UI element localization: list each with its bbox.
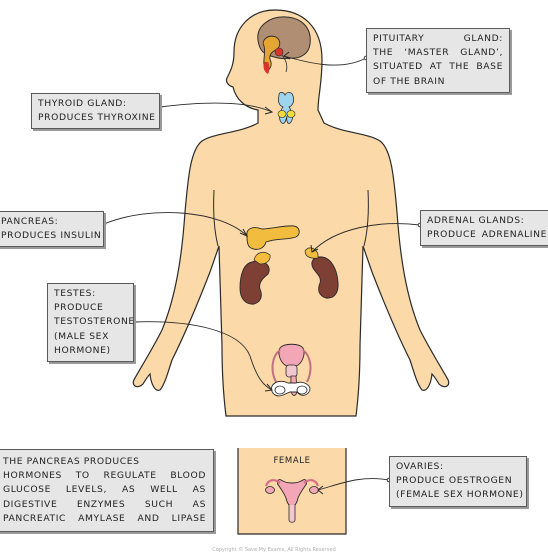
uterus (277, 479, 307, 507)
left-testis (274, 385, 286, 395)
arrow-pancreas (239, 228, 249, 238)
testes-line-2: PRODUCE (54, 302, 104, 314)
pituitary-label: PITUITARY GLAND: THE ‘MASTER GLAND’, SIT… (366, 28, 510, 93)
pancreas-line-2: PRODUCES INSULIN (1, 230, 102, 242)
pancreas-label: PANCREAS: PRODUCES INSULIN (0, 211, 104, 248)
leader-pituitary (283, 55, 367, 66)
adrenal-line-1: ADRENAL GLANDS: (427, 215, 525, 226)
arrow-testes (264, 383, 273, 392)
thyroid-label: THYROID GLAND: PRODUCES THYROXINE (31, 93, 160, 130)
right-arm-inner-line (363, 189, 369, 247)
leader-adrenal (311, 223, 421, 253)
adrenal-line-2: PRODUCE ADRENALINE (427, 229, 547, 241)
leader-arrowheads (239, 51, 324, 495)
fallopian-tube-left (264, 479, 281, 487)
testes-line-1: TESTES: (54, 288, 96, 299)
ovaries-line-3: (FEMALE SEX HORMONE) (396, 489, 524, 501)
right-ovary (309, 486, 319, 494)
vas-deferens-right (302, 349, 312, 383)
pituitary-line-2: THE ‘MASTER GLAND’, (373, 47, 503, 59)
brain-stem (281, 54, 288, 73)
copyright-notice: Copyright © Save My Exams. All Rights Re… (212, 547, 336, 553)
pituitary-line-3: SITUATED AT THE BASE (373, 61, 503, 73)
pancreas-note-line-3: GLUCOSE LEVELS, AS WELL AS (3, 484, 206, 496)
leader-pancreas (103, 212, 248, 237)
arrow-thyroid (264, 106, 274, 115)
ovaries-line-2: PRODUCE OESTROGEN (396, 475, 513, 487)
thyroid-line-2: PRODUCES THYROXINE (38, 112, 156, 124)
vas-deferens-left (271, 349, 281, 383)
adrenal-label: ADRENAL GLANDS: PRODUCE ADRENALINE (420, 210, 548, 247)
pancreas-note-line-2: HORMONES TO REGULATE BLOOD (3, 470, 206, 482)
arrow-adrenal (310, 244, 319, 253)
pancreas-note-box: THE PANCREAS PRODUCES HORMONES TO REGULA… (0, 449, 214, 533)
cervix-vagina (288, 505, 296, 523)
testes-line-3: TESTOSTERONE (54, 316, 135, 328)
ovaries-line-1: OVARIES: (396, 461, 444, 472)
pineal-red-spot (263, 62, 270, 74)
leader-thyroid (159, 102, 273, 113)
right-testis (296, 385, 308, 395)
left-kidney (239, 260, 270, 305)
thyroid-line-1: THYROID GLAND: (38, 98, 127, 109)
pancreas-note-line-1: THE PANCREAS PRODUCES (3, 456, 140, 467)
female-panel-title: FEMALE (273, 456, 311, 466)
pancreas (246, 225, 300, 250)
pancreas-note-line-5: PANCREATIC AMYLASE AND LIPASE (3, 512, 206, 524)
pituitary-line-1: PITUITARY GLAND: (373, 33, 503, 44)
left-ovary (265, 486, 275, 494)
arrow-pituitary (283, 51, 291, 60)
parathyroid-left (277, 110, 287, 118)
pituitary-red-spot (274, 47, 284, 57)
testes-label: TESTES: PRODUCE TESTOSTERONE (MALE SEX H… (47, 283, 135, 363)
left-arm-inner-line (213, 189, 219, 247)
testes-line-4: (MALE SEX (54, 330, 109, 342)
arrow-ovaries (317, 485, 324, 495)
right-kidney (311, 256, 339, 299)
leader-ovaries (317, 478, 390, 491)
prostate (285, 364, 298, 378)
ovaries-label: OVARIES: PRODUCE OESTROGEN (FEMALE SEX H… (389, 456, 527, 507)
testes-line-5: HORMONE) (54, 344, 111, 356)
parathyroid-right (286, 110, 296, 118)
body-silhouette (132, 9, 450, 417)
pituitary-line-4: OF THE BRAIN (373, 75, 446, 87)
leader-lines (103, 55, 421, 491)
pancreas-note-line-4: DIGESTIVE ENZYMES SUCH AS (3, 498, 206, 510)
fallopian-tube-right (303, 479, 320, 487)
left-adrenal-gland (253, 251, 271, 265)
bladder (278, 343, 305, 367)
pancreas-line-1: PANCREAS: (1, 216, 59, 227)
leader-testes (133, 321, 273, 391)
